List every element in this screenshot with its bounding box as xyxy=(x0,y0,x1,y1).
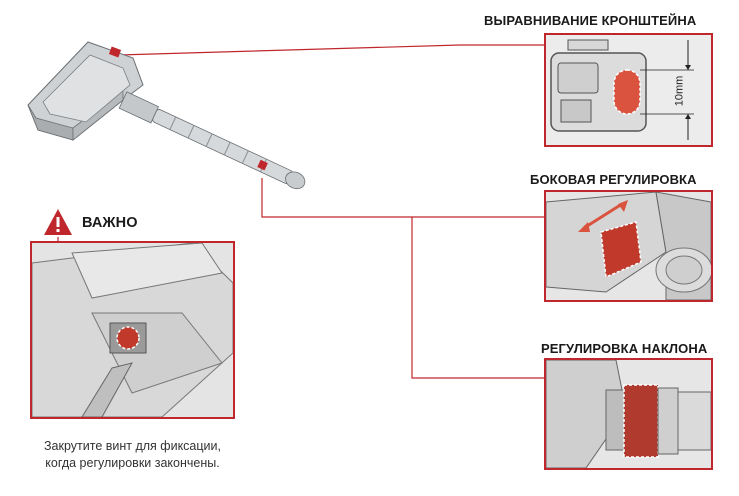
caption: Закрутите винт для фиксации, когда регул… xyxy=(20,438,245,472)
caption-line-1: Закрутите винт для фиксации, xyxy=(44,439,221,453)
bracket-illustration xyxy=(27,41,306,190)
tilt-adjustment-heading: РЕГУЛИРОВКА НАКЛОНА xyxy=(541,341,708,356)
side-adjustment-heading: БОКОВАЯ РЕГУЛИРОВКА xyxy=(530,172,697,187)
dimension-label: 10mm xyxy=(673,75,686,107)
caption-line-2: когда регулировки закончены. xyxy=(45,456,220,470)
bracket-alignment-panel: 10mm xyxy=(544,33,713,147)
tilt-adjustment-panel xyxy=(544,358,713,470)
important-heading: ВАЖНО xyxy=(82,215,138,231)
bracket-alignment-heading: ВЫРАВНИВАНИЕ КРОНШТЕЙНА xyxy=(484,13,697,28)
important-panel xyxy=(30,241,235,419)
warning-icon xyxy=(43,208,73,236)
side-adjustment-panel xyxy=(544,190,713,302)
